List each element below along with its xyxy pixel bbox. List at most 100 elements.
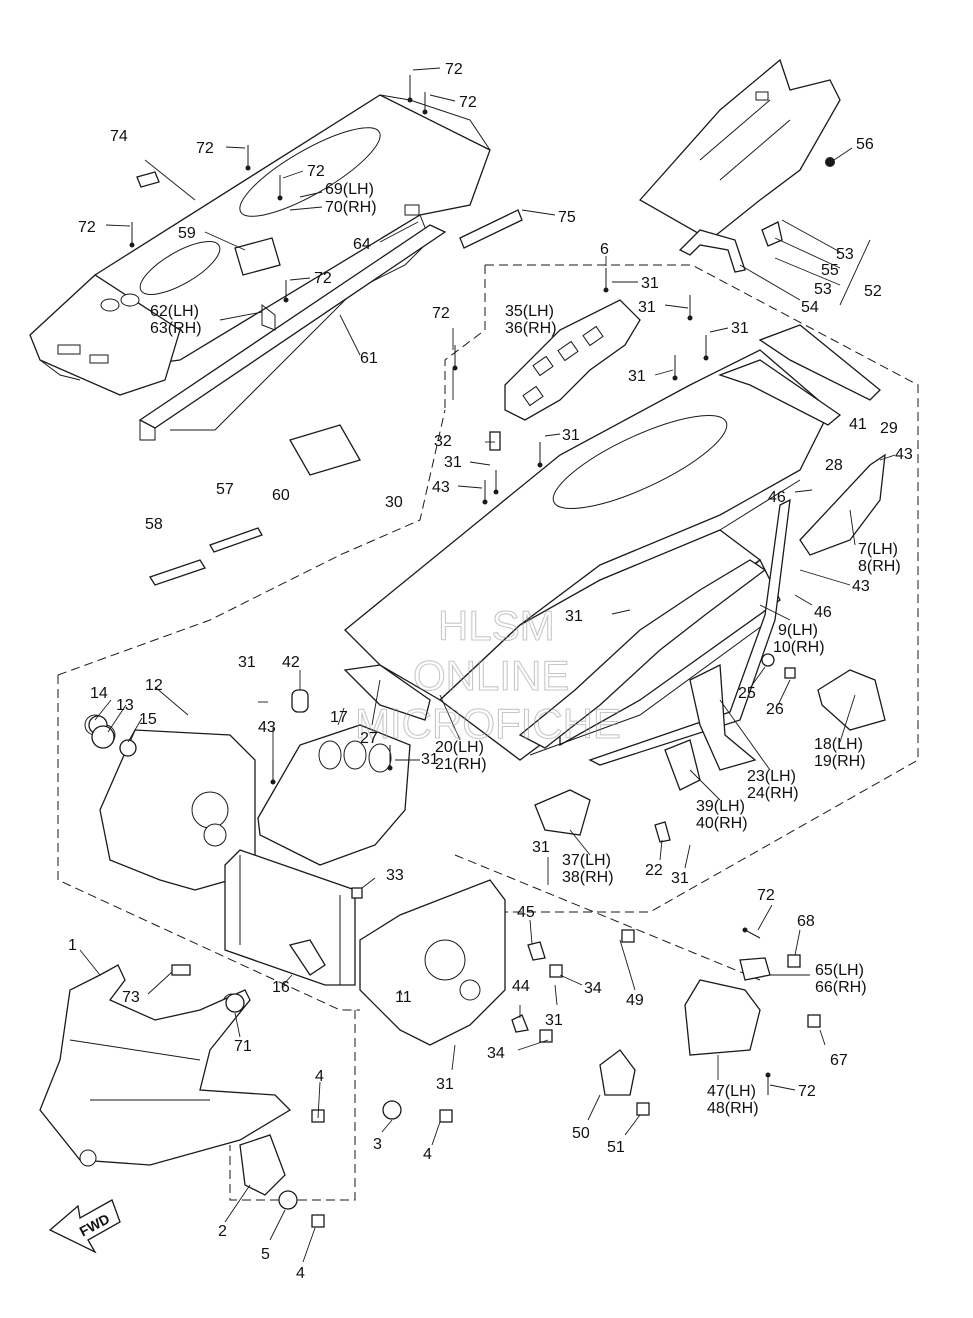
callout: 31 — [444, 454, 462, 471]
callout: 8(RH) — [858, 558, 901, 575]
callout: 73 — [122, 989, 140, 1006]
callout: 65(LH) — [815, 962, 864, 979]
rear-flap-assembly — [638, 58, 841, 273]
callout: 61 — [360, 350, 378, 367]
callout: 63(RH) — [150, 320, 202, 337]
callout: 31 — [671, 870, 689, 887]
callout: 21(RH) — [435, 756, 487, 773]
callout: 23(LH) — [747, 768, 796, 785]
callout: 2 — [218, 1223, 227, 1240]
callout: 22 — [645, 862, 663, 879]
callout: 44 — [512, 978, 530, 995]
callout: 62(LH) — [150, 303, 199, 320]
callout: 31 — [628, 368, 646, 385]
callout: 41 — [849, 416, 867, 433]
callout: 19(RH) — [814, 753, 866, 770]
callout: 11 — [395, 989, 412, 1006]
callout: 56 — [856, 136, 874, 153]
callout: 27 — [360, 730, 378, 747]
front-frame — [39, 964, 292, 1196]
callout: 31 — [421, 751, 439, 768]
callout: 31 — [436, 1076, 454, 1093]
callout: 31 — [545, 1012, 563, 1029]
callout: 26 — [766, 701, 784, 718]
callout: 72 — [445, 61, 463, 78]
rear-tunnel-assembly — [29, 94, 491, 441]
callout: 70(RH) — [325, 199, 377, 216]
callout: 50 — [572, 1125, 590, 1142]
callout: 6 — [600, 241, 609, 258]
callout: 32 — [434, 433, 452, 450]
callout: 28 — [825, 457, 843, 474]
callout: 64 — [353, 236, 371, 253]
rear-bumper-bracket — [599, 957, 771, 1096]
callout: 75 — [558, 209, 576, 226]
callout: 10(RH) — [773, 639, 825, 656]
small-brackets — [289, 324, 886, 836]
callout: 42 — [282, 654, 300, 671]
callout: 24(RH) — [747, 785, 799, 802]
callout: 4 — [423, 1146, 432, 1163]
callout: 59 — [178, 225, 196, 242]
callout: 60 — [272, 487, 290, 504]
callout: 48(RH) — [707, 1100, 759, 1117]
rivets — [129, 75, 771, 1095]
heat-shields — [257, 299, 641, 866]
callout: 72 — [196, 140, 214, 157]
running-board — [518, 559, 767, 749]
callout: 43 — [432, 479, 450, 496]
callout: 53 — [836, 246, 854, 263]
callout: 72 — [757, 887, 775, 904]
callout: 53 — [814, 281, 832, 298]
callout: 37(LH) — [562, 852, 611, 869]
callout: 54 — [801, 299, 819, 316]
fwd-direction-arrow: FWD — [48, 1199, 121, 1254]
callout: 43 — [258, 719, 276, 736]
callout: 31 — [238, 654, 256, 671]
callout: 55 — [821, 262, 839, 279]
callout: 31 — [532, 839, 550, 856]
callout: 4 — [296, 1265, 305, 1282]
callout: 30 — [385, 494, 403, 511]
callout: 72 — [314, 270, 332, 287]
callout: 31 — [641, 275, 659, 292]
callout: 47(LH) — [707, 1083, 756, 1100]
callout: 31 — [731, 320, 749, 337]
callout: 13 — [116, 697, 134, 714]
callout: 18(LH) — [814, 736, 863, 753]
callout: 7(LH) — [858, 541, 898, 558]
callout: 31 — [562, 427, 580, 444]
callout: 66(RH) — [815, 979, 867, 996]
callout: 38(RH) — [562, 869, 614, 886]
callout: 72 — [432, 305, 450, 322]
callout: 15 — [139, 711, 157, 728]
callout: 72 — [78, 219, 96, 236]
callout: 67 — [830, 1052, 848, 1069]
callout: 57 — [216, 481, 234, 498]
callout: 43 — [852, 578, 870, 595]
watermark-line1: HLSM — [438, 602, 555, 649]
callout: 40(RH) — [696, 815, 748, 832]
callout: 69(LH) — [325, 181, 374, 198]
callout: 39(LH) — [696, 798, 745, 815]
callout: 34 — [584, 980, 602, 997]
callout: 20(LH) — [435, 739, 484, 756]
watermark-line2: ONLINE — [413, 652, 569, 699]
callout: 1 — [68, 937, 77, 954]
callout: 33 — [386, 867, 404, 884]
front-bulkhead-right — [359, 879, 506, 1046]
callout: 72 — [307, 163, 325, 180]
callout: 5 — [261, 1246, 270, 1263]
callout: 52 — [864, 283, 882, 300]
callout: 12 — [145, 677, 163, 694]
callout: 72 — [459, 94, 477, 111]
callout: 36(RH) — [505, 320, 557, 337]
callout: 14 — [90, 685, 108, 702]
callout: 31 — [638, 299, 656, 316]
callout: 49 — [626, 992, 644, 1009]
watermark-line3: MICROFICHE — [355, 700, 621, 747]
callout: 34 — [487, 1045, 505, 1062]
callout: 45 — [517, 904, 535, 921]
callout: 4 — [315, 1068, 324, 1085]
